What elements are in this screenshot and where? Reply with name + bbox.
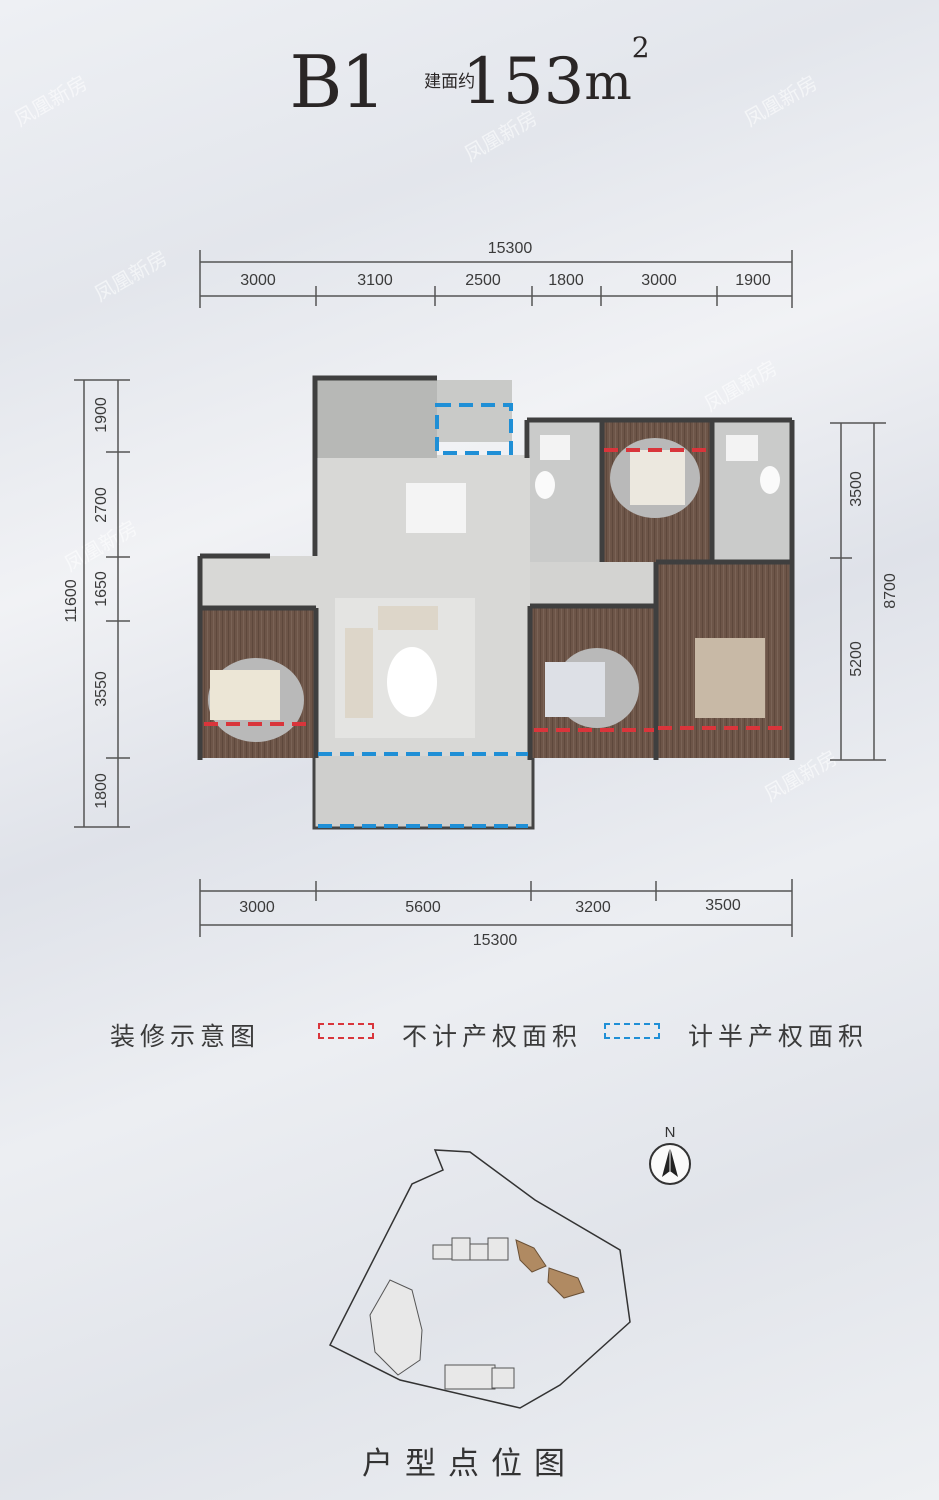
legend-half-label: 计半产权面积 (688, 1022, 869, 1051)
floor-plan-drawing (74, 250, 886, 937)
top-dimension-segment: 3000 (240, 272, 276, 289)
compass-icon (649, 1143, 691, 1185)
top-total-dimension: 15300 (487, 240, 533, 257)
legend: 装修示意图 不计产权面积 计半产权面积 (0, 1015, 939, 1055)
right-dimension-lines (830, 422, 886, 761)
bottom-dimension-segment: 5600 (405, 899, 441, 916)
area-unit: m (584, 53, 632, 111)
site-plan-drawing (328, 1149, 631, 1409)
location-plan-title: 户型点位图 (362, 1446, 577, 1482)
top-dimension-segment: 2500 (465, 272, 501, 289)
compass-label: N (664, 1124, 676, 1141)
legend-excluded-swatch (318, 1023, 374, 1039)
right-dimension-segment: 5200 (848, 641, 865, 677)
left-dimension-lines (74, 379, 130, 828)
bottom-total-dimension: 15300 (472, 932, 518, 949)
compass: N (647, 1124, 693, 1191)
top-dimension-segment: 1800 (548, 272, 584, 289)
left-dimension-segment: 1800 (93, 773, 110, 809)
left-total-dimension: 11600 (63, 579, 80, 623)
right-total-dimension: 8700 (882, 573, 899, 609)
top-dimension-lines (199, 250, 793, 308)
area-unit-exponent: 2 (631, 30, 650, 64)
top-dimension-segment: 3000 (641, 272, 677, 289)
top-dimension-segment: 1900 (735, 272, 771, 289)
legend-excluded-label: 不计产权面积 (402, 1022, 583, 1051)
floor-plan (197, 375, 795, 830)
right-dimension-segment: 3500 (848, 471, 865, 507)
bottom-dimension-segment: 3200 (575, 899, 611, 916)
legend-half-swatch (604, 1023, 660, 1039)
unit-type-name: B1 (289, 40, 386, 124)
bottom-dimension-segment: 3000 (239, 899, 275, 916)
area-value: 153 (462, 45, 585, 119)
left-dimension-segment: 1650 (93, 571, 110, 607)
bottom-dimension-lines (199, 879, 793, 937)
bottom-dimension-segment: 3500 (705, 897, 741, 914)
left-dimension-segment: 1900 (93, 397, 110, 433)
legend-title: 装修示意图 (110, 1022, 261, 1051)
left-dimension-segment: 2700 (93, 487, 110, 523)
top-dimension-segment: 3100 (357, 272, 393, 289)
left-dimension-segment: 3550 (93, 671, 110, 707)
